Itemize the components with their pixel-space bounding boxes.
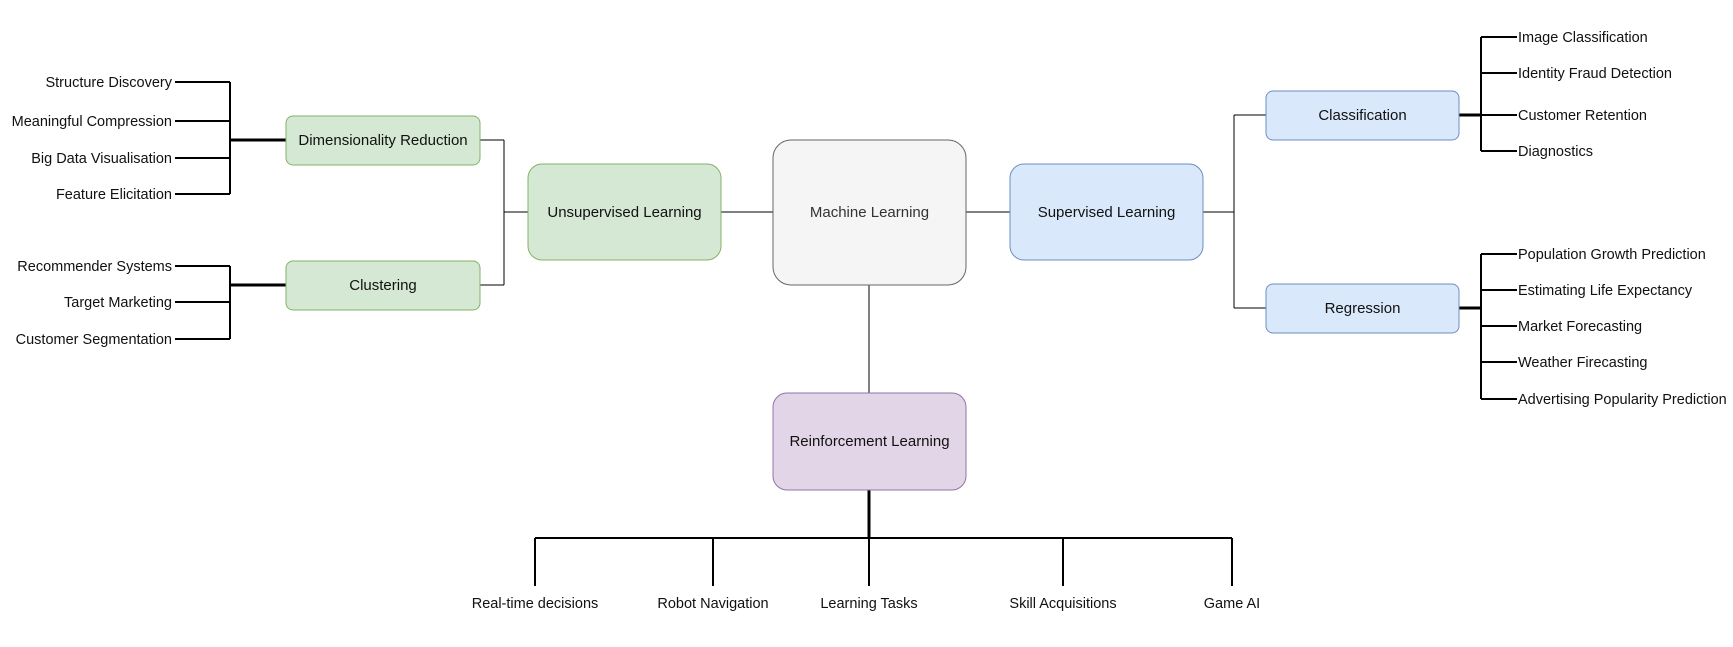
node-classification-label: Classification: [1318, 107, 1406, 124]
node-unsupervised-learning-box: [527, 163, 722, 261]
node-classification[interactable]: Classification: [1265, 90, 1460, 141]
leaf-label: Real-time decisions: [472, 596, 599, 612]
leaf-label: Target Marketing: [64, 295, 172, 311]
node-reinforcement-learning-box: [772, 392, 967, 491]
node-dimensionality-reduction-label: Dimensionality Reduction: [298, 132, 467, 149]
node-regression[interactable]: Regression: [1265, 283, 1460, 334]
leaf-label: Market Forecasting: [1518, 319, 1642, 335]
leaf-label: Meaningful Compression: [12, 114, 172, 130]
leaf-label: Learning Tasks: [820, 596, 917, 612]
connectors: [175, 36, 1517, 586]
bracket-classification: [1459, 36, 1517, 152]
leaf-label: Estimating Life Expectancy: [1518, 283, 1693, 299]
node-unsupervised-learning-label: Unsupervised Learning: [547, 204, 701, 221]
node-clustering-label: Clustering: [349, 277, 417, 294]
node-dimensionality-reduction-box: [285, 115, 481, 166]
dimensionality-leaves: Structure Discovery Meaningful Compressi…: [12, 75, 173, 203]
bracket-reinforcement: [534, 537, 1233, 586]
leaf-label: Identity Fraud Detection: [1518, 66, 1672, 82]
node-reinforcement-learning-label: Reinforcement Learning: [789, 433, 949, 450]
node-supervised-learning[interactable]: Supervised Learning: [1009, 163, 1204, 261]
node-machine-learning[interactable]: Machine Learning: [772, 139, 967, 286]
bracket-dimensionality: [175, 81, 231, 195]
classification-leaves: Image Classification Identity Fraud Dete…: [1518, 30, 1672, 160]
node-dimensionality-reduction[interactable]: Dimensionality Reduction: [285, 115, 481, 166]
node-machine-learning-label: Machine Learning: [810, 204, 929, 221]
reinforcement-leaves: Real-time decisions Robot Navigation Lea…: [472, 596, 1260, 612]
node-regression-box: [1265, 283, 1460, 334]
node-supervised-learning-box: [1009, 163, 1204, 261]
leaf-label: Robot Navigation: [657, 596, 768, 612]
node-classification-box: [1265, 90, 1460, 141]
node-unsupervised-learning[interactable]: Unsupervised Learning: [527, 163, 722, 261]
node-clustering-box: [285, 260, 481, 311]
clustering-leaves: Recommender Systems Target Marketing Cus…: [16, 259, 172, 348]
leaf-label: Image Classification: [1518, 30, 1648, 46]
leaf-label: Diagnostics: [1518, 144, 1593, 160]
regression-leaves: Population Growth Prediction Estimating …: [1518, 247, 1727, 408]
leaf-label: Customer Retention: [1518, 108, 1647, 124]
leaf-label: Recommender Systems: [17, 259, 172, 275]
leaf-label: Population Growth Prediction: [1518, 247, 1706, 263]
node-regression-label: Regression: [1325, 300, 1401, 317]
leaf-label: Feature Elicitation: [56, 187, 172, 203]
leaf-label: Advertising Popularity Prediction: [1518, 392, 1727, 408]
leaf-label: Customer Segmentation: [16, 332, 172, 348]
node-machine-learning-box: [772, 139, 967, 286]
node-reinforcement-learning[interactable]: Reinforcement Learning: [772, 392, 967, 491]
leaf-label: Structure Discovery: [45, 75, 172, 91]
node-clustering[interactable]: Clustering: [285, 260, 481, 311]
leaf-label: Weather Firecasting: [1518, 355, 1647, 371]
leaf-label: Skill Acquisitions: [1009, 596, 1116, 612]
connector-supervised-branches: [1203, 114, 1266, 309]
connector-unsupervised-branches: [480, 139, 528, 286]
bracket-regression: [1480, 253, 1517, 400]
leaf-label: Game AI: [1204, 596, 1260, 612]
bracket-clustering: [175, 265, 231, 340]
node-supervised-learning-label: Supervised Learning: [1038, 204, 1176, 221]
leaf-label: Big Data Visualisation: [31, 151, 172, 167]
